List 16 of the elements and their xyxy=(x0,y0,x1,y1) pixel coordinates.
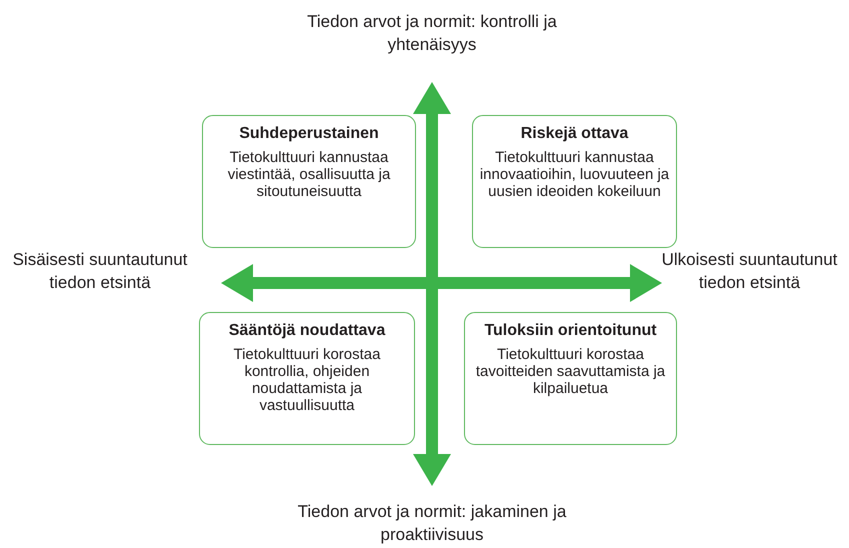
quadrant-card xyxy=(202,115,416,248)
quadrant-card xyxy=(199,312,415,445)
axis-label: Sisäisesti suuntautunut tiedon etsintä xyxy=(12,249,188,294)
axis-label: Ulkoisesti suuntautunut tiedon etsintä xyxy=(660,249,838,294)
quadrant-title: Sääntöjä noudattava xyxy=(228,321,386,341)
quadrant-card xyxy=(464,312,677,445)
quadrant-title: Tuloksiin orientoitunut xyxy=(484,321,657,341)
quadrant-description: Tietokulttuuri korostaa kontrollia, ohjeiden noudattamista ja vastuullisuutta xyxy=(232,346,382,414)
quadrant-description: Tietokulttuuri kannustaa innovaatioihin, luovuuteen ja uusien ideoiden kokeiluun xyxy=(479,149,670,200)
quadrant-description: Tietokulttuuri korostaa tavoitteiden saavuttamista ja kilpailuetua xyxy=(474,346,666,397)
quadrant-card xyxy=(472,115,677,248)
quadrant-title: Suhdeperustainen xyxy=(239,124,379,144)
axis-label: Tiedon arvot ja normit: jakaminen ja proaktiivisuus xyxy=(296,501,568,546)
axis-label: Tiedon arvot ja normit: kontrolli ja yhtenäisyys xyxy=(306,11,558,56)
quadrant-title: Riskejä ottava xyxy=(520,124,628,144)
quadrant-description: Tietokulttuuri kannustaa viestintää, osallisuutta ja sitoutuneisuutta xyxy=(226,149,392,200)
